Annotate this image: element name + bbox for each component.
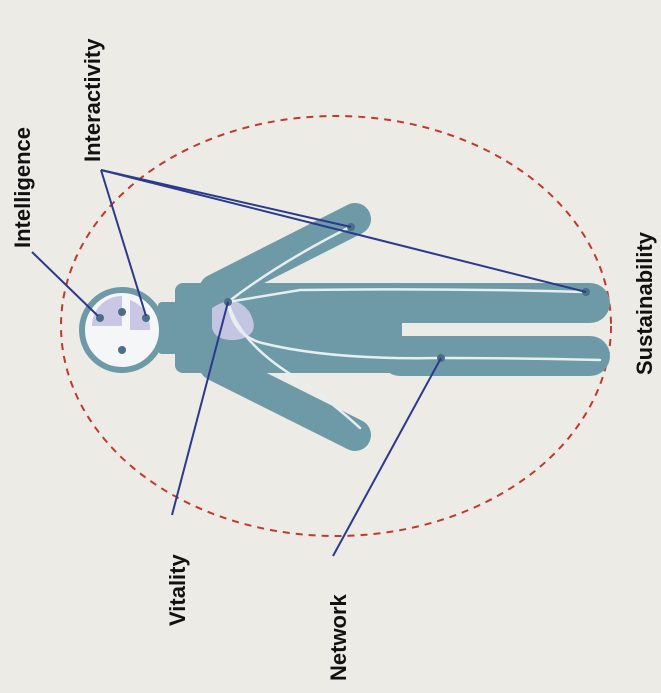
label-network: Network	[326, 593, 351, 681]
network-leader	[333, 358, 441, 556]
head-node-2	[118, 308, 126, 316]
interactivity-leader-leg	[101, 170, 586, 292]
arm-upper	[215, 219, 355, 290]
label-vitality: Vitality	[165, 553, 190, 626]
human-figure	[158, 219, 610, 435]
leg-lower	[380, 336, 610, 376]
arm-lower	[215, 365, 355, 435]
label-interactivity: Interactivity	[80, 38, 105, 162]
leg-gap	[402, 323, 610, 336]
label-sustainability: Sustainability	[632, 231, 657, 375]
head-node-4	[118, 346, 126, 354]
intelligence-leader	[32, 252, 98, 316]
head	[82, 290, 162, 370]
label-intelligence: Intelligence	[10, 127, 35, 248]
